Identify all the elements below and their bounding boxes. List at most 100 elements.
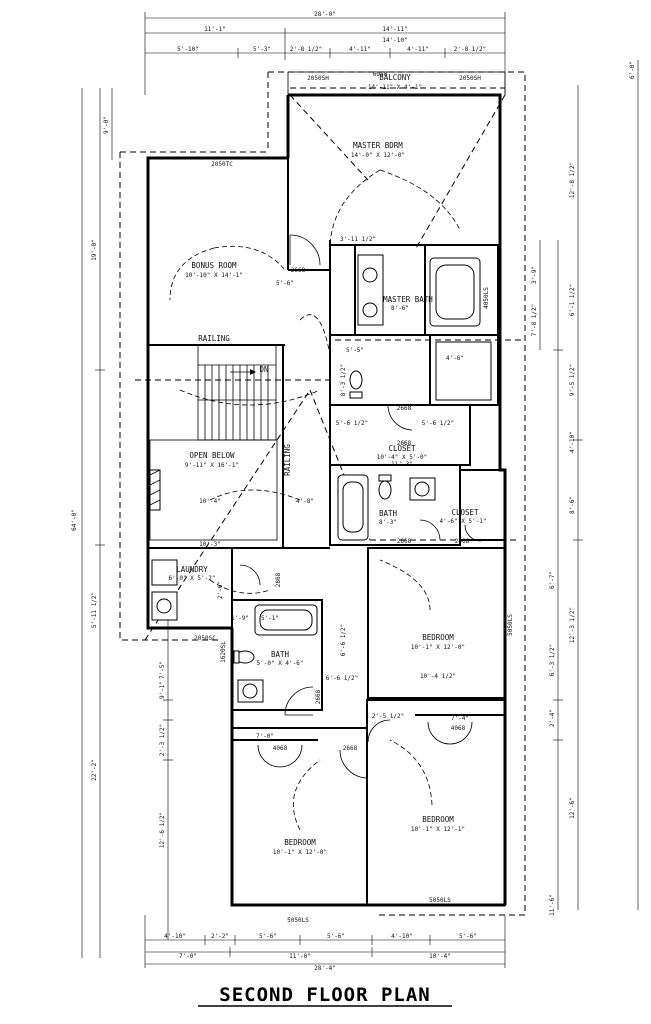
dim-left-b: 7'-5" (159, 661, 166, 679)
interior-walls (147, 158, 506, 906)
room-bonus-room-label: BONUS ROOM (191, 261, 237, 270)
dim-inner-2: 5'-5" (346, 347, 364, 354)
dim-top-seg-right2: 14'-10" (382, 37, 407, 44)
door-tag-closet: 2668 (397, 440, 412, 447)
room-master-bdrm-label: MASTER BDRM (353, 141, 403, 150)
room-dn-label: DN (259, 365, 268, 374)
dim-bottom-e3: 10'-4" (429, 953, 451, 960)
dim-inner-13: 1'-9" (231, 615, 249, 622)
room-open-below-label: OPEN BELOW (189, 451, 235, 460)
plan-title: SECOND FLOOR PLAN (219, 984, 430, 1006)
room-open-below-size: 9'-11" X 16'-1" (185, 462, 239, 469)
room-railing-top-label: RAILING (198, 334, 230, 343)
door-swings (239, 234, 482, 779)
room-bedroom-br-size: 10'-1" X 12'-1" (411, 826, 465, 833)
room-bath-upper-size: 8'-3" (379, 519, 397, 526)
room-bedroom-br-label: BEDROOM (422, 815, 454, 824)
dim-bottom-d5: 4'-10" (391, 933, 413, 940)
dim-top-seg-left: 11'-1" (204, 26, 226, 33)
dim-bottom-d2: 2'-2" (211, 933, 229, 940)
bath-fixtures (151, 254, 492, 703)
dim-right-r4: 3'-9" (531, 266, 538, 284)
dim-inner-12: 5'-1" (261, 615, 279, 622)
dim-inner-20: 6'-6 1/2" (340, 624, 347, 657)
dim-left-lower: 22'-2" (91, 759, 98, 781)
window-tag-laundry: 2050SC (194, 635, 216, 642)
dim-right-r12: 2'-4" (549, 709, 556, 727)
dim-inner-19: 8'-3 1/2" (340, 364, 347, 397)
dim-right-r13: 12'-6" (569, 797, 576, 819)
dim-top-seg-right: 14'-11" (382, 26, 407, 33)
dim-inner-7: 11'-3" (391, 461, 413, 468)
dim-inner-8: 10'-4" (199, 498, 221, 505)
dim-left-mid: 5'-11 1/2" (91, 592, 98, 628)
dim-left-upper: 19'-0" (91, 239, 98, 261)
dim-inner-16: 7'-4" (451, 715, 469, 722)
room-bedroom-mid-size: 10'-1" X 12'-0" (411, 644, 465, 651)
dim-left-d: 2'-3 1/2" (159, 724, 166, 757)
dim-left-overall: 64'-0" (71, 509, 78, 531)
door-tag-laundry: 2868 (275, 572, 282, 587)
dim-bottom-d3: 5'-6" (259, 933, 277, 940)
dim-bottom-e2: 11'-0" (289, 953, 311, 960)
window-tag-bedroom-mid: 5050LS (507, 614, 514, 636)
dim-right-r2: 12'-8 1/2" (569, 162, 576, 198)
dim-top-d5: 4'-11" (407, 46, 429, 53)
dim-inner-1: 3'-11 1/2" (340, 236, 376, 243)
top-dimension-group: 28'-0" 11'-1" 14'-11" 14'-10" 5'-10" 5'-… (144, 11, 506, 95)
dim-top-d6: 2'-8 1/2" (454, 46, 487, 53)
window-tag-balcony-left: 2050SH (307, 75, 329, 82)
room-labels: BALCONY 14'-11" X 4'-1" MASTER BDRM 14'-… (169, 73, 487, 856)
door-tag-bedroom-bl: 2668 (343, 745, 358, 752)
room-bedroom-bl-size: 10'-1" X 12'-0" (273, 849, 327, 856)
room-bath-upper-label: BATH (379, 509, 398, 518)
dim-bottom-d4: 5'-6" (327, 933, 345, 940)
dim-bottom-overall: 28'-4" (314, 965, 336, 972)
window-tag-bonus: 2050TC (211, 161, 233, 168)
room-master-bath-size: 8'-6" (391, 305, 409, 312)
right-dimension-group: 6'-0" 12'-8 1/2" 6'-1 1/2" 3'-9" 7'-8 1/… (531, 60, 639, 916)
dim-top-d4: 4'-11" (349, 46, 371, 53)
room-bonus-room-size: 10'-10" X 14'-1" (185, 272, 243, 279)
dim-inner-18: 2'-6" (217, 581, 224, 599)
dim-right-r5: 7'-8 1/2" (531, 304, 538, 337)
dim-top-d2: 5'-3" (253, 46, 271, 53)
dim-right-r11: 6'-3 1/2" (549, 644, 556, 677)
dim-inner-9: 4'-8" (296, 498, 314, 505)
door-tags: 2668 2668 2668 2668 2468 2868 2668 2668 … (273, 267, 470, 752)
door-tag-closet-bl: 4068 (273, 745, 288, 752)
dim-top-d3: 2'-8 1/2" (290, 46, 323, 53)
dim-left-a: 9'-0" (103, 116, 110, 134)
room-balcony-label: BALCONY (379, 73, 411, 82)
dim-bottom-d6: 5'-6" (459, 933, 477, 940)
dim-right-r3: 6'-1 1/2" (569, 284, 576, 317)
room-bath-lower-label: BATH (271, 650, 290, 659)
door-tag-bath-lower: 2668 (315, 689, 322, 704)
stairs (149, 344, 277, 511)
dim-inner-6: 5'-6 1/2" (422, 420, 455, 427)
dim-left-e: 12'-6 1/2" (159, 812, 166, 848)
dim-top-d1: 5'-10" (177, 46, 199, 53)
dim-left-c: 9'-1" (159, 681, 166, 699)
left-dimension-group: 64'-0" 19'-0" 5'-11 1/2" 22'-2" 9'-0" 7'… (71, 88, 173, 958)
electrical-wiring (169, 169, 461, 831)
room-closet-master-label: CLOSET (388, 444, 416, 453)
dim-inner-4: 4'-6" (446, 355, 464, 362)
room-bedroom-mid-label: BEDROOM (422, 633, 454, 642)
dim-right-r1: 6'-0" (629, 61, 636, 79)
room-laundry-label: LAUNDRY (176, 565, 208, 574)
door-tag-closet-small: 2468 (455, 538, 470, 545)
window-tag-bedroom-bl: 5050LS (287, 917, 309, 924)
door-tag-bath-upper: 2668 (397, 538, 412, 545)
window-tag-bedroom-br: 5050LS (429, 897, 451, 904)
dim-inner-15: 2'-5 1/2" (372, 713, 405, 720)
bottom-dimension-group: 4'-10" 2'-2" 5'-6" 5'-6" 4'-10" 5'-6" 7'… (144, 915, 506, 972)
dim-bottom-d1: 4'-10" (164, 933, 186, 940)
dim-inner-3: 5'-6" (276, 280, 294, 287)
room-master-bdrm-size: 14'-0" X 12'-0" (351, 152, 405, 159)
window-tag-balcony-center: 6050 (373, 71, 388, 78)
room-closet-small-label: CLOSET (451, 508, 479, 517)
window-tag-balcony-right: 2050SH (459, 75, 481, 82)
room-railing-side-label: RAILING (283, 444, 292, 476)
